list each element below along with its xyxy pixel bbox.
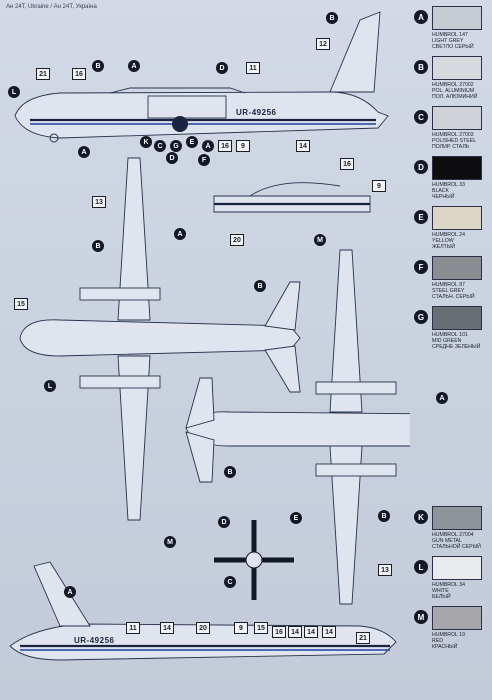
callout-9: 9: [372, 180, 386, 192]
legend-letter: F: [414, 260, 428, 274]
callout-21: 21: [356, 632, 370, 644]
paint-name: HUMBROL 27004 GUN METAL СТАЛЬНОЙ СЕРЫЙ: [432, 532, 481, 551]
paint-legend: A HUMBROL 147 LIGHT GREY СВЕТЛО СЕРЫЙ B …: [414, 0, 492, 700]
callout-14: 14: [322, 626, 336, 638]
color-callout-b: B: [254, 280, 266, 292]
color-callout-a: A: [436, 392, 448, 404]
legend-letter: D: [414, 160, 428, 174]
callout-9: 9: [236, 140, 250, 152]
bottom-view: [185, 249, 410, 605]
legend-letter: K: [414, 510, 428, 524]
color-callout-b: B: [326, 12, 338, 24]
callout-13: 13: [92, 196, 106, 208]
paint-name: HUMBROL 27002 POL. ALUMINIUM ПОЛ. АЛЮМИН…: [432, 82, 478, 101]
color-swatch: [432, 106, 482, 130]
propeller-view: [214, 520, 294, 600]
color-callout-g: G: [170, 140, 182, 152]
color-callout-b: B: [92, 60, 104, 72]
color-callout-d: D: [216, 62, 228, 74]
callout-14: 14: [304, 626, 318, 638]
callout-16: 16: [218, 140, 232, 152]
color-swatch: [432, 556, 482, 580]
paint-name: HUMBROL 101 MID GREEN СРЕДНЕ ЗЕЛЕНЫЙ: [432, 332, 481, 351]
callout-20: 20: [196, 622, 210, 634]
color-callout-a: A: [174, 228, 186, 240]
legend-letter: C: [414, 110, 428, 124]
color-callout-e: E: [186, 136, 198, 148]
color-callout-l: L: [44, 380, 56, 392]
color-callout-a: A: [202, 140, 214, 152]
belly-detail: [213, 182, 371, 213]
callout-12: 12: [316, 38, 330, 50]
color-callout-m: M: [164, 536, 176, 548]
color-swatch: [432, 206, 482, 230]
top-view: [19, 157, 301, 521]
color-callout-f: F: [198, 154, 210, 166]
callout-13: 13: [378, 564, 392, 576]
aircraft-drawings: [9, 11, 410, 661]
paint-name: HUMBROL 33 BLACK ЧЕРНЫЙ: [432, 182, 465, 201]
paint-name: HUMBROL 24 YELLOW ЖЕЛТЫЙ: [432, 232, 465, 251]
callout-15: 15: [254, 622, 268, 634]
callout-15: 15: [14, 298, 28, 310]
color-callout-b: B: [92, 240, 104, 252]
callout-9: 9: [234, 622, 248, 634]
legend-letter: M: [414, 610, 428, 624]
color-callout-d: D: [218, 516, 230, 528]
color-swatch: [432, 256, 482, 280]
legend-letter: E: [414, 210, 428, 224]
color-swatch: [432, 506, 482, 530]
registration-upper: UR-49256: [236, 108, 277, 117]
color-swatch: [432, 156, 482, 180]
sheet-title: Ан 24T, Ukraine / Ан 24T, Україна: [6, 4, 97, 10]
legend-letter: A: [414, 10, 428, 24]
color-callout-d: D: [166, 152, 178, 164]
callout-11: 11: [126, 622, 140, 634]
color-callout-m: M: [314, 234, 326, 246]
callout-14: 14: [160, 622, 174, 634]
callout-14: 14: [288, 626, 302, 638]
color-callout-e: E: [290, 512, 302, 524]
callout-21: 21: [36, 68, 50, 80]
paint-name: HUMBROL 19 RED КРАСНЫЙ: [432, 632, 465, 651]
color-swatch: [432, 6, 482, 30]
paint-name: HUMBROL 147 LIGHT GREY СВЕТЛО СЕРЫЙ: [432, 32, 474, 51]
legend-letter: B: [414, 60, 428, 74]
color-callout-l: L: [8, 86, 20, 98]
callout-16: 16: [272, 626, 286, 638]
paint-name: HUMBROL 87 STEEL GREY СТАЛЬН. СЕРЫЙ: [432, 282, 475, 301]
color-callout-c: C: [154, 140, 166, 152]
color-callout-b: B: [224, 466, 236, 478]
color-callout-b: B: [378, 510, 390, 522]
registration-lower: UR-49256: [74, 636, 115, 645]
color-swatch: [432, 306, 482, 330]
color-callout-a: A: [128, 60, 140, 72]
color-swatch: [432, 606, 482, 630]
color-callout-c: C: [224, 576, 236, 588]
callout-16: 16: [72, 68, 86, 80]
color-callout-a: A: [64, 586, 76, 598]
paint-name: HUMBROL 27003 POLISHED STEEL ПОЛИР. СТАЛ…: [432, 132, 477, 151]
callout-20: 20: [230, 234, 244, 246]
color-swatch: [432, 56, 482, 80]
paint-name: HUMBROL 34 WHITE БЕЛЫЙ: [432, 582, 465, 601]
legend-letter: L: [414, 560, 428, 574]
color-callout-k: K: [140, 136, 152, 148]
callout-14: 14: [296, 140, 310, 152]
side-view-upper: [14, 11, 389, 143]
callout-16: 16: [340, 158, 354, 170]
callout-11: 11: [246, 62, 260, 74]
legend-letter: G: [414, 310, 428, 324]
color-callout-a: A: [78, 146, 90, 158]
